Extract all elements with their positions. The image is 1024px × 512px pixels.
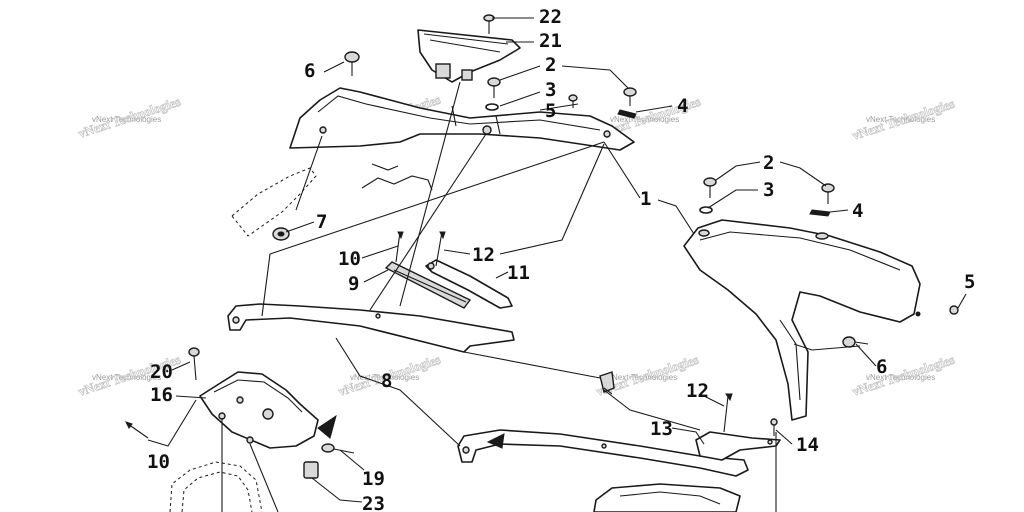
leader-lines <box>147 17 967 512</box>
hood-section-outline <box>231 167 317 237</box>
clip-part <box>617 109 637 119</box>
watermark-text: vNext Technologies <box>610 115 679 124</box>
screw-part <box>623 87 637 97</box>
callout-22: 22 <box>539 6 562 28</box>
lower-mount-bracket-part <box>199 371 337 449</box>
lower-support-bar-part <box>457 429 749 477</box>
callout-11: 11 <box>507 262 530 284</box>
watermark-text: vNext Technologies <box>92 373 161 382</box>
callout-3: 3 <box>763 179 774 201</box>
callout-6: 6 <box>876 356 887 378</box>
callout-9: 9 <box>348 273 359 295</box>
left-side-panel-part <box>289 87 635 151</box>
callout-7: 7 <box>316 211 327 233</box>
right-bracket-part <box>695 431 781 461</box>
callout-2: 2 <box>763 152 774 174</box>
callout-19: 19 <box>362 468 385 490</box>
callout-12: 12 <box>686 380 709 402</box>
push-rivet-part <box>344 51 360 76</box>
clip-part <box>809 209 831 217</box>
strap-bracket-part <box>425 259 513 309</box>
wire-bracket-part <box>361 163 433 191</box>
callout-4: 4 <box>852 200 863 222</box>
screw-part <box>821 183 835 193</box>
push-rivet-part <box>842 336 856 348</box>
right-fasteners <box>699 177 959 348</box>
right-side-panel-part <box>683 219 921 421</box>
upper-fasteners <box>485 77 637 119</box>
pin-part <box>125 421 149 439</box>
callout-20: 20 <box>150 361 173 383</box>
grommet-part <box>272 227 290 241</box>
callout-13: 13 <box>650 418 673 440</box>
washer-part <box>699 206 713 214</box>
callout-10: 10 <box>147 451 170 473</box>
screw-part <box>770 418 778 436</box>
callouts: 22 21 6 2 3 5 4 1 2 3 4 5 7 10 12 9 11 6… <box>147 6 975 512</box>
callout-12: 12 <box>472 244 495 266</box>
callout-6: 6 <box>304 60 315 82</box>
callout-21: 21 <box>539 30 562 52</box>
bracket-part <box>384 261 472 309</box>
base-plate-part <box>593 483 741 512</box>
washer-part <box>485 103 499 111</box>
screw-part <box>568 94 578 102</box>
screw-part <box>703 177 717 187</box>
callout-8: 8 <box>381 370 392 392</box>
upper-support-bar-part <box>227 303 515 353</box>
callout-2: 2 <box>545 54 556 76</box>
callout-14: 14 <box>796 434 819 456</box>
callout-5: 5 <box>545 100 556 122</box>
screw-part <box>949 305 959 315</box>
pin-part <box>395 231 446 267</box>
pin-part <box>723 393 733 433</box>
screw-part <box>487 77 501 87</box>
clip-nut-part <box>303 461 319 479</box>
frame-outline <box>169 461 263 512</box>
callout-1: 1 <box>640 188 651 210</box>
watermark-text: vNext Technologies <box>608 373 677 382</box>
watermark-text: vNext Technologies <box>350 373 419 382</box>
watermark-text: vNext Technologies <box>92 115 161 124</box>
watermark-text: vNext Technologies <box>866 373 935 382</box>
headlight-housing-part <box>417 29 521 83</box>
callout-4: 4 <box>677 95 688 117</box>
tab-bracket-part <box>599 371 615 395</box>
callout-5: 5 <box>964 271 975 293</box>
callout-23: 23 <box>362 493 385 512</box>
watermark-text: vNext Technologies <box>866 115 935 124</box>
callout-16: 16 <box>150 384 173 406</box>
callout-10: 10 <box>338 248 361 270</box>
bolt-part <box>188 347 355 454</box>
callout-3: 3 <box>545 79 556 101</box>
